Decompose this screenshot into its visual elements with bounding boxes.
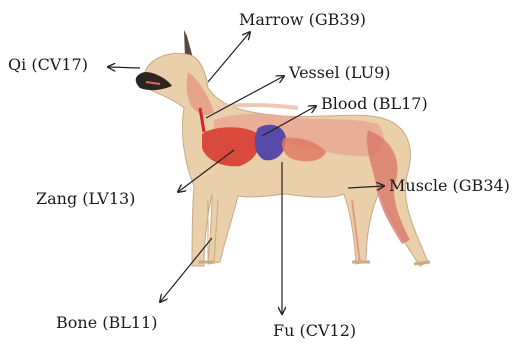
label-marrow: Marrow (GB39) [239, 11, 366, 29]
label-bone: Bone (BL11) [56, 314, 157, 332]
arrow-bone [160, 238, 212, 302]
label-zang: Zang (LV13) [36, 190, 135, 208]
label-blood: Blood (BL17) [321, 95, 428, 113]
label-vessel: Vessel (LU9) [289, 64, 391, 82]
arrow-marrow [208, 32, 250, 82]
label-fu: Fu (CV12) [273, 322, 356, 340]
label-qi: Qi (CV17) [8, 56, 88, 74]
label-muscle: Muscle (GB34) [389, 177, 510, 195]
arrow-qi [108, 67, 140, 68]
